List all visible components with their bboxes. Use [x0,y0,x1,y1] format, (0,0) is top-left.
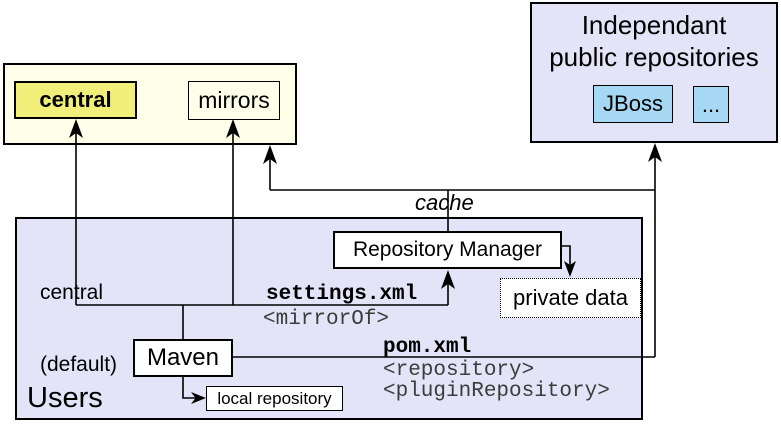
repository-manager-label: Repository Manager [352,238,543,261]
jboss-node-label: JBoss [603,91,663,116]
repository-tag-annotation: <repository> [383,359,535,382]
maven-node-label: Maven [146,344,220,371]
more-repositories-label: ... [701,91,721,117]
mirror-of-annotation: <mirrorOf> [263,308,390,331]
arrowhead-cream-group [263,145,277,164]
central-default-line2: (default) [40,353,118,376]
jboss-node: JBoss [593,85,673,123]
users-group-label: Users [27,382,103,414]
repository-manager-node: Repository Manager [333,231,562,269]
plugin-repository-tag-annotation: <pluginRepository> [383,380,610,403]
mirrors-node-label: mirrors [198,87,270,113]
central-node-label: central [39,87,112,112]
local-repository-node: local repository [206,386,343,411]
independent-title-line1: Independant [581,10,727,40]
central-default-caption: central (default) [40,233,117,425]
independent-group-title: Independant public repositories [549,9,759,73]
maven-node: Maven [133,339,233,377]
independent-title-line2: public repositories [549,42,759,72]
local-repository-label: local repository [217,388,332,408]
central-node: central [14,81,137,119]
mirrors-node: mirrors [188,81,280,120]
settings-xml-annotation: settings.xml [266,283,418,306]
central-default-line1: central [40,281,104,304]
private-data-node: private data [500,278,641,318]
private-data-label: private data [513,285,628,310]
pom-xml-annotation: pom.xml [383,336,472,359]
cache-annotation: cache [415,190,474,215]
arrowhead-independent [648,143,662,162]
independent-repositories-group: Independant public repositories [530,2,778,143]
more-repositories-node: ... [693,86,729,123]
